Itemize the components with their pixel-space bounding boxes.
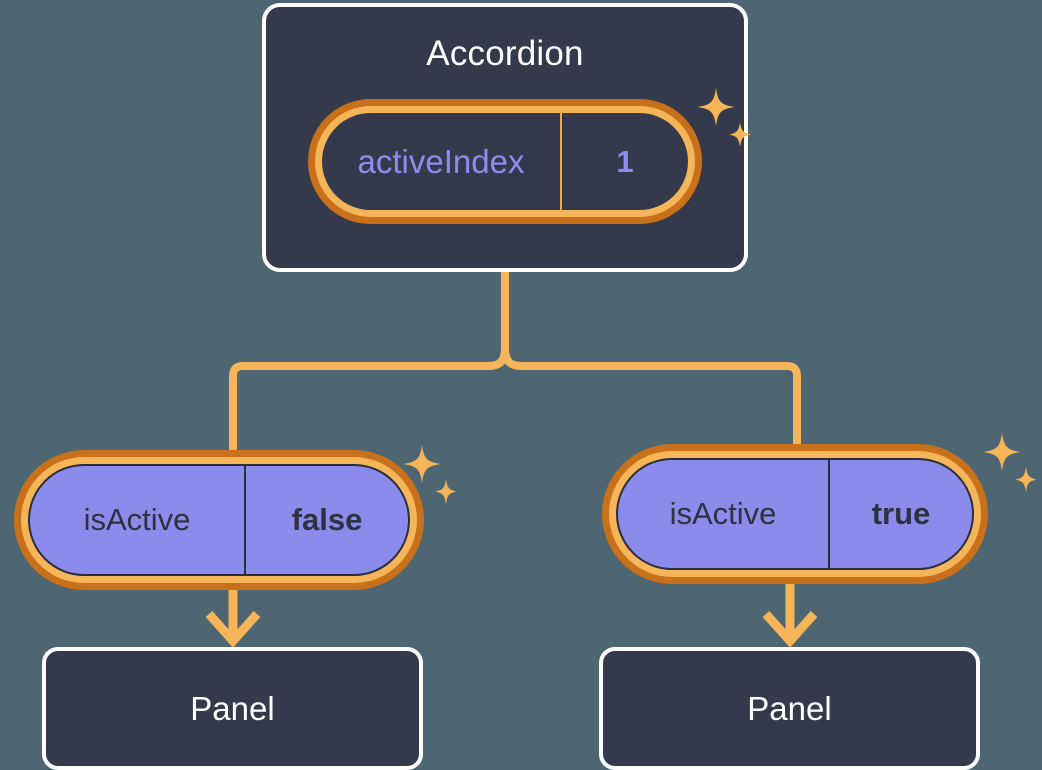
wire-branch-left: [229, 347, 509, 462]
prop-pill-is-active-right[interactable]: isActive true: [602, 444, 988, 584]
prop-pill-is-active-left[interactable]: isActive false: [14, 450, 424, 590]
prop-pill-active-index[interactable]: activeIndex 1: [308, 99, 702, 224]
prop-value: 1: [616, 143, 634, 179]
prop-pill-ring: isActive true: [609, 451, 981, 577]
node-panel-title: Panel: [747, 689, 832, 727]
arrow-down-icon-left: [205, 582, 261, 648]
prop-pill-ring: activeIndex 1: [315, 106, 695, 217]
sparkle-decoration-right: [983, 433, 1037, 492]
arrow-down-icon-right: [762, 576, 818, 648]
prop-value: true: [871, 496, 931, 531]
sparkle-small-icon: [1015, 467, 1037, 492]
prop-pill-body: activeIndex 1: [322, 113, 688, 210]
prop-key: isActive: [30, 466, 246, 574]
sparkle-small-icon: [435, 479, 457, 504]
prop-key: isActive: [618, 460, 830, 568]
prop-key: activeIndex: [322, 113, 562, 210]
prop-pill-body: isActive true: [616, 458, 974, 570]
prop-pill-body: isActive false: [28, 464, 410, 576]
wire-branch-right: [501, 347, 801, 456]
node-panel-left[interactable]: Panel: [42, 647, 423, 770]
node-panel-title: Panel: [190, 689, 275, 727]
node-panel-right[interactable]: Panel: [599, 647, 980, 770]
prop-pill-ring: isActive false: [21, 457, 417, 583]
prop-value: false: [291, 502, 363, 537]
node-accordion-title: Accordion: [426, 34, 584, 73]
sparkle-icon: [983, 433, 1021, 471]
